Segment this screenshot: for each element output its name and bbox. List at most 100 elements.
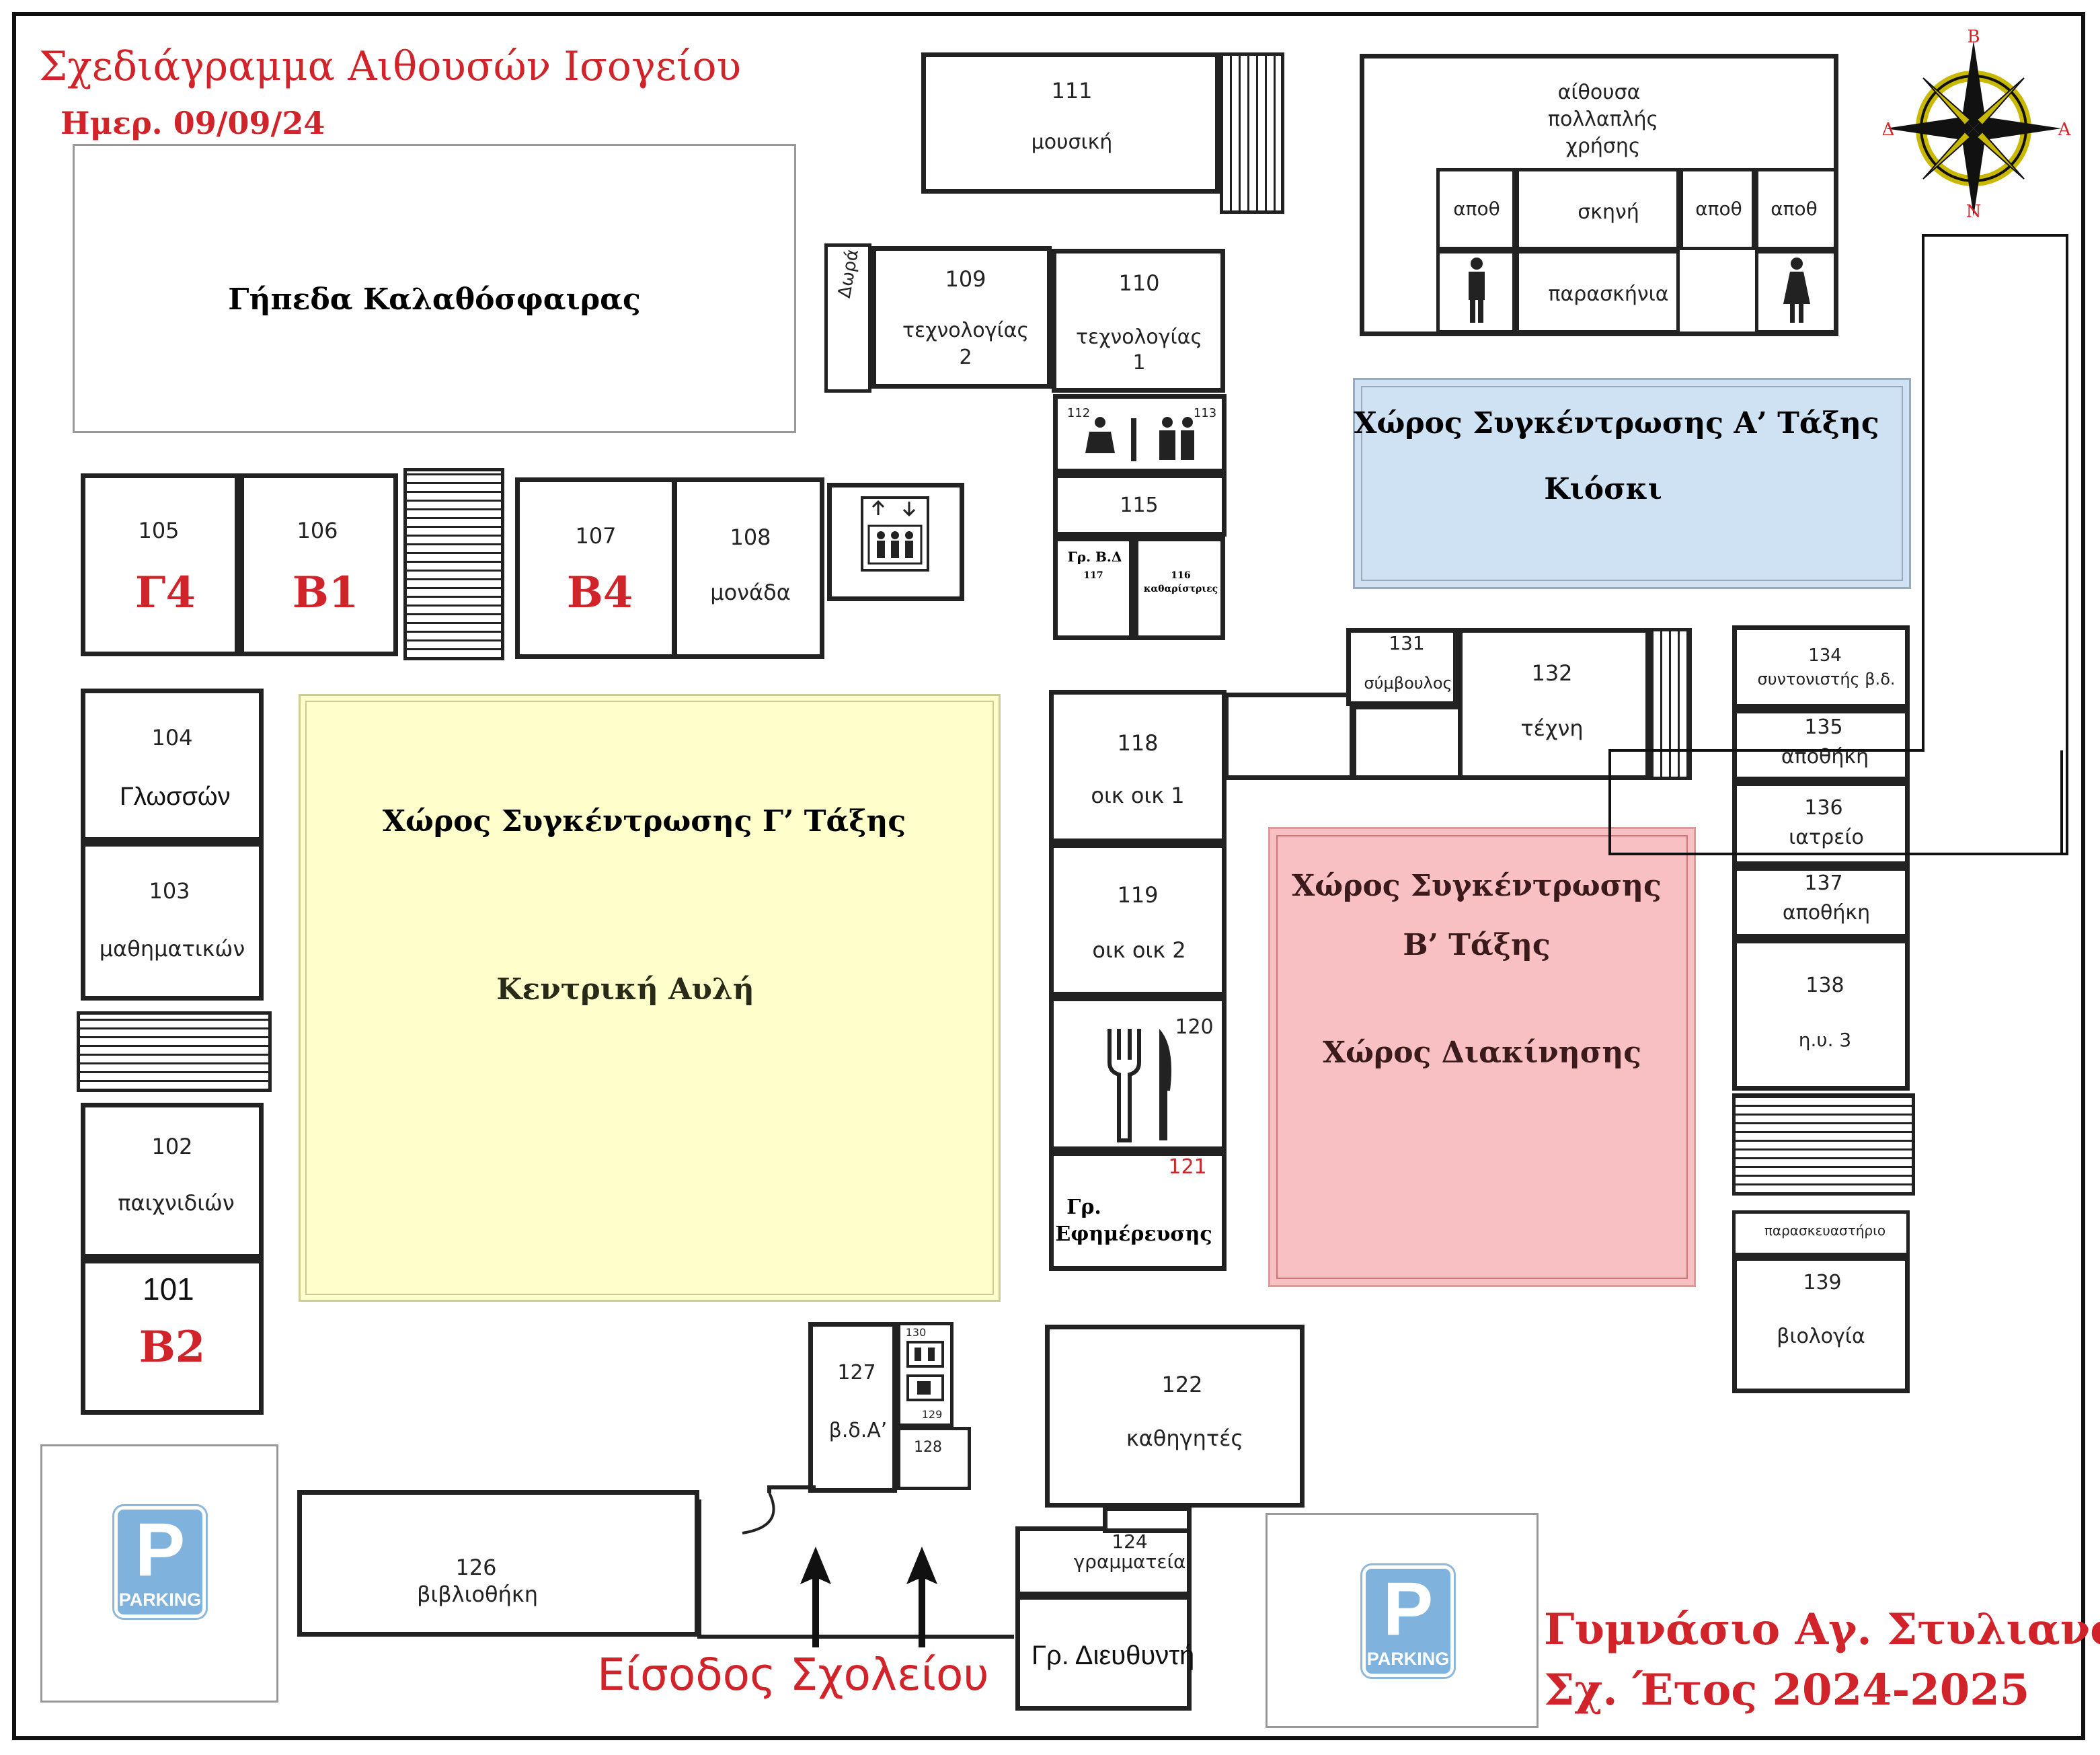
room-131 — [1346, 628, 1458, 706]
room-126-number: 126 — [455, 1555, 497, 1580]
room-130-number: 130 — [905, 1326, 927, 1339]
room-109-name: τεχνολογίας — [902, 319, 1029, 342]
room-105-number: 105 — [138, 518, 180, 543]
stairs-near-111 — [1220, 52, 1284, 214]
room-106-number: 106 — [297, 518, 338, 543]
room-137 — [1732, 866, 1910, 939]
room-102-name: παιχνιδιών — [118, 1190, 235, 1216]
room-104-number: 104 — [151, 725, 193, 750]
parking-sign-left: P PARKING — [112, 1504, 208, 1620]
room-120-number: 120 — [1175, 1015, 1214, 1039]
gathering-zone-c — [299, 694, 1001, 1302]
page-date: Ημερ. 09/09/24 — [61, 105, 325, 141]
room-110-name: τεχνολογίας — [1075, 325, 1203, 349]
gathering-zone-c-label: Χώρος Συγκέντρωσης Γ’ Τάξης — [382, 804, 906, 838]
gathering-zone-a — [1353, 378, 1911, 589]
gathering-zone-b — [1268, 827, 1696, 1287]
room-109 — [871, 246, 1052, 389]
room-128-number: 128 — [914, 1439, 942, 1456]
room-118-number: 118 — [1117, 730, 1159, 756]
room-121-name-2: Εφημέρευσης — [1055, 1222, 1212, 1246]
corridor-east — [1224, 693, 1354, 780]
room-112-number: 112 — [1066, 406, 1091, 420]
entrance-arrow-icon — [906, 1547, 937, 1647]
room-122-number: 122 — [1161, 1372, 1203, 1397]
wc-block-109 — [824, 243, 871, 393]
room-118 — [1049, 690, 1227, 843]
room-117-number: 117 — [1083, 570, 1103, 581]
stairs-near-132 — [1650, 628, 1692, 780]
prep-room-name: παρασκευαστήριο — [1764, 1222, 1886, 1239]
room-107-number: 107 — [575, 523, 617, 549]
stairs-right — [1732, 1093, 1915, 1196]
room-139-number: 139 — [1803, 1271, 1842, 1294]
room-126-name: βιβλιοθήκη — [416, 1582, 539, 1607]
room-104 — [81, 689, 264, 842]
room-103-name: μαθηματικών — [99, 936, 245, 962]
room-132-name: τέχνη — [1520, 715, 1584, 741]
room-138-number: 138 — [1805, 974, 1844, 997]
room-124-number: 124 — [1112, 1530, 1148, 1553]
room-110-number: 110 — [1118, 270, 1160, 296]
backstage — [1516, 250, 1680, 334]
room-117 — [1053, 537, 1134, 640]
room-119 — [1049, 843, 1227, 997]
room-124-ext — [1103, 1506, 1192, 1533]
room-106 — [239, 473, 398, 656]
room-110-sub: 1 — [1132, 351, 1146, 375]
room-109-number: 109 — [945, 266, 986, 292]
room-135 — [1732, 709, 1910, 781]
room-111 — [921, 52, 1220, 194]
room-137-number: 137 — [1804, 871, 1843, 895]
room-119-name: οικ οικ 2 — [1092, 937, 1186, 963]
room-134-name: συντονιστής β.δ. — [1757, 670, 1896, 689]
room-126 — [297, 1490, 699, 1637]
room-103-number: 103 — [149, 878, 190, 904]
room-101 — [81, 1259, 264, 1415]
room-127-name: β.δ.Α’ — [828, 1419, 888, 1442]
gathering-zone-b-label-2: Β’ Τάξης — [1403, 928, 1551, 962]
room-136-name: ιατρείο — [1789, 826, 1864, 849]
store-2 — [1680, 168, 1755, 250]
room-139 — [1732, 1256, 1910, 1393]
corridor-mid — [1352, 705, 1463, 780]
room-136 — [1732, 781, 1910, 866]
compass-north: Β — [1967, 27, 1980, 47]
room-121 — [1049, 1151, 1227, 1271]
room-132-number: 132 — [1531, 660, 1573, 686]
parking-area-right — [1266, 1513, 1539, 1728]
store-1-name: αποθ — [1453, 198, 1500, 220]
room-117-name: Γρ. Β.Δ — [1067, 549, 1122, 565]
hall-name-1: αίθουσα — [1557, 81, 1641, 104]
room-131-number: 131 — [1389, 632, 1425, 654]
room-109-sub: 2 — [959, 346, 972, 369]
room-132 — [1458, 628, 1650, 780]
room-116-number: 116 — [1171, 570, 1191, 581]
room-103 — [81, 842, 264, 1001]
parking-letter: P — [1383, 1567, 1434, 1651]
store-2-name: αποθ — [1695, 198, 1742, 220]
school-name: Γυμνάσιο Αγ. Στυλιανού — [1544, 1604, 2100, 1655]
store-3 — [1755, 168, 1837, 250]
room-134-number: 134 — [1808, 646, 1842, 666]
woman-icon — [1783, 258, 1810, 323]
wc-112-113 — [1053, 394, 1227, 473]
compass-east: Α — [2058, 120, 2071, 140]
basketball-courts — [73, 144, 796, 433]
room-119-number: 119 — [1117, 882, 1159, 908]
entrance-hall — [697, 1485, 1014, 1639]
gathering-zone-c-inner — [305, 701, 994, 1295]
circulation-label: Χώρος Διακίνησης — [1322, 1036, 1642, 1070]
compass-rose-icon — [1885, 40, 2062, 217]
room-139-name: βιολογία — [1777, 1325, 1865, 1348]
room-138-name: η.υ. 3 — [1798, 1029, 1852, 1051]
room-121-name-1: Γρ. — [1066, 1196, 1101, 1219]
room-108-number: 108 — [730, 524, 771, 550]
gathering-zone-a-inner — [1361, 386, 1903, 581]
room-129-number: 129 — [921, 1408, 943, 1421]
room-106-class: Β1 — [292, 568, 359, 618]
page-title: Σχεδιάγραμμα Αιθουσών Ισογείου — [39, 43, 742, 90]
parking-label: PARKING — [118, 1590, 202, 1610]
room-104-name: Γλωσσών — [120, 783, 231, 811]
parking-sign-right: P PARKING — [1360, 1563, 1456, 1679]
